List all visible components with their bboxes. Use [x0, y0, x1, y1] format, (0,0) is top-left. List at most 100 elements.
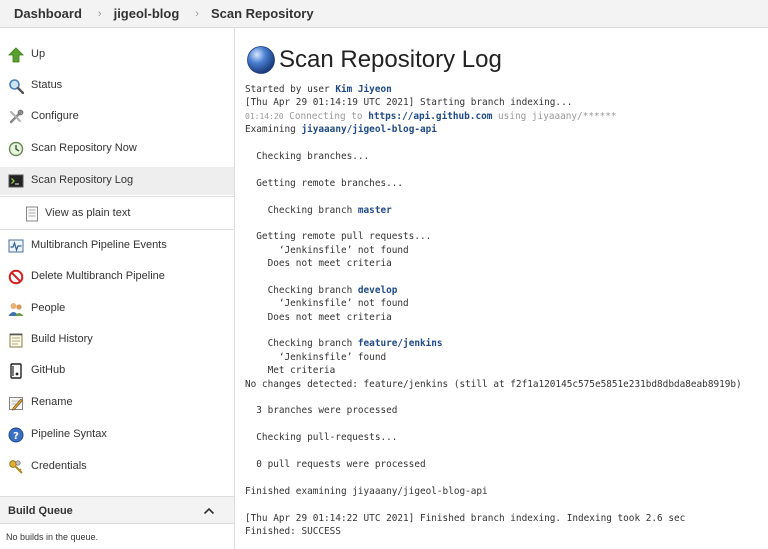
sidebar-item-label: Pipeline Syntax: [31, 428, 107, 440]
log-line: Getting remote branches...: [245, 177, 765, 190]
log-line: [245, 391, 765, 404]
build-queue-title: Build Queue: [8, 505, 73, 517]
sidebar-item-pipeline-syntax[interactable]: ? Pipeline Syntax: [0, 421, 234, 449]
up-arrow-icon: [8, 47, 24, 63]
sidebar-item-label: Scan Repository Now: [31, 142, 137, 154]
log-text: Does not meet criteria: [245, 311, 392, 323]
build-queue-empty: No builds in the queue.: [6, 532, 99, 542]
log-text: Examining: [245, 124, 302, 136]
breadcrumb: Dashboard › jigeol-blog › Scan Repositor…: [0, 0, 768, 28]
wrench-icon: [9, 109, 24, 124]
log-text: Connecting to: [283, 110, 369, 122]
sidebar-item-credentials[interactable]: Credentials: [0, 453, 234, 481]
keys-icon: [9, 460, 23, 474]
events-icon: [8, 239, 24, 253]
log-line: Finished: SUCCESS: [245, 525, 765, 538]
sidebar-item-configure[interactable]: Configure: [0, 103, 234, 131]
sidebar-item-scan-repository-now[interactable]: Scan Repository Now: [0, 135, 234, 163]
log-text: 3 branches were processed: [245, 405, 398, 417]
log-text: Checking branch: [245, 204, 358, 216]
breadcrumb-dashboard[interactable]: Dashboard: [14, 6, 82, 21]
log-text: [Thu Apr 29 01:14:22 UTC 2021] Finished …: [245, 512, 686, 524]
log-text: Checking branch: [245, 338, 358, 350]
sidebar-divider: [0, 196, 234, 197]
log-line: Finished examining jiyaaany/jigeol-blog-…: [245, 485, 765, 498]
log-text: ‘Jenkinsfile’ found: [245, 351, 387, 363]
log-link[interactable]: Kim Jiyeon: [335, 84, 392, 95]
sidebar-item-label: Rename: [31, 396, 73, 408]
sidebar-item-label: Credentials: [31, 460, 87, 472]
log-link[interactable]: https://api.github.com: [368, 110, 493, 122]
log-text: [Thu Apr 29 01:14:19 UTC 2021] Starting …: [245, 97, 573, 109]
main-panel: Scan Repository Log Started by user Kim …: [236, 28, 768, 549]
sidebar: Up Status Configure Scan Repository Now …: [0, 28, 235, 549]
svg-text:?: ?: [13, 431, 19, 442]
chevron-up-icon[interactable]: [202, 505, 216, 517]
people-icon: [8, 303, 24, 316]
log-text: Checking branch: [245, 284, 358, 296]
log-link[interactable]: develop: [357, 284, 398, 296]
breadcrumb-scan-repository[interactable]: Scan Repository: [210, 6, 314, 21]
log-text: Checking branches...: [245, 150, 370, 162]
sidebar-item-github[interactable]: GitHub: [0, 357, 234, 385]
log-line: [245, 137, 765, 150]
log-link[interactable]: feature/jenkins: [357, 338, 443, 350]
notepad-icon: [9, 333, 23, 348]
sidebar-item-people[interactable]: People: [0, 295, 234, 323]
sidebar-item-status[interactable]: Status: [0, 72, 234, 100]
pencil-icon: [9, 397, 23, 411]
log-line: [245, 163, 765, 176]
log-line: Checking branch feature/jenkins: [245, 337, 765, 350]
sidebar-item-label: Status: [31, 79, 63, 91]
log-line: Does not meet criteria: [245, 311, 765, 324]
log-line: ‘Jenkinsfile’ not found: [245, 244, 765, 257]
log-line: Met criteria: [245, 364, 765, 377]
blue-ball-icon: [247, 46, 275, 74]
log-line: No changes detected: feature/jenkins (st…: [245, 378, 765, 391]
log-text: ‘Jenkinsfile’ not found: [245, 298, 409, 310]
log-link[interactable]: jiyaaany/jigeol-blog-api: [301, 124, 437, 136]
log-line: Started by user Kim Jiyeon: [245, 83, 765, 96]
no-entry-icon: [8, 269, 24, 285]
sidebar-item-scan-repository-log[interactable]: Scan Repository Log: [0, 167, 234, 195]
log-text: No changes detected: feature/jenkins (st…: [245, 378, 742, 390]
log-text: Finished: SUCCESS: [245, 525, 341, 537]
sidebar-item-view-plain-text[interactable]: View as plain text: [0, 200, 234, 228]
breadcrumb-jigeol-blog[interactable]: jigeol-blog: [113, 6, 180, 21]
sidebar-item-label: GitHub: [31, 364, 66, 376]
terminal-icon: [8, 174, 24, 188]
log-line: 0 pull requests were processed: [245, 458, 765, 471]
log-timestamp: 01:14:20: [245, 111, 284, 121]
search-icon: [9, 79, 24, 94]
sidebar-item-up[interactable]: Up: [0, 41, 234, 69]
log-line: Getting remote pull requests...: [245, 230, 765, 243]
log-text: Getting remote branches...: [245, 177, 404, 189]
log-line: 01:14:20 Connecting to https://api.githu…: [245, 110, 765, 123]
sidebar-item-label: Configure: [31, 110, 79, 122]
log-line: [245, 270, 765, 283]
log-line: [245, 445, 765, 458]
sidebar-item-multibranch-events[interactable]: Multibranch Pipeline Events: [0, 232, 234, 260]
sidebar-item-label: Build History: [31, 333, 93, 345]
page-header: Scan Repository Log: [246, 42, 502, 78]
log-link[interactable]: master: [357, 204, 392, 216]
log-line: ‘Jenkinsfile’ found: [245, 351, 765, 364]
help-icon: ?: [8, 427, 24, 443]
build-queue-header: Build Queue: [0, 496, 234, 524]
sidebar-divider: [0, 229, 234, 230]
log-text: Checking pull-requests...: [245, 432, 398, 444]
log-line: 3 branches were processed: [245, 404, 765, 417]
log-line: [245, 324, 765, 337]
sidebar-item-delete-multibranch[interactable]: Delete Multibranch Pipeline: [0, 263, 234, 291]
log-text: Met criteria: [245, 365, 336, 377]
sidebar-item-build-history[interactable]: Build History: [0, 326, 234, 354]
log-text: Started by user: [245, 84, 336, 95]
log-text: Finished examining jiyaaany/jigeol-blog-…: [245, 485, 488, 497]
clock-icon: [8, 141, 24, 157]
github-icon: [10, 363, 22, 379]
log-text: Getting remote pull requests...: [245, 231, 432, 243]
sidebar-item-rename[interactable]: Rename: [0, 389, 234, 417]
console-output: Started by user Kim Jiyeon[Thu Apr 29 01…: [245, 83, 765, 538]
document-icon: [26, 206, 38, 222]
log-line: [245, 498, 765, 511]
